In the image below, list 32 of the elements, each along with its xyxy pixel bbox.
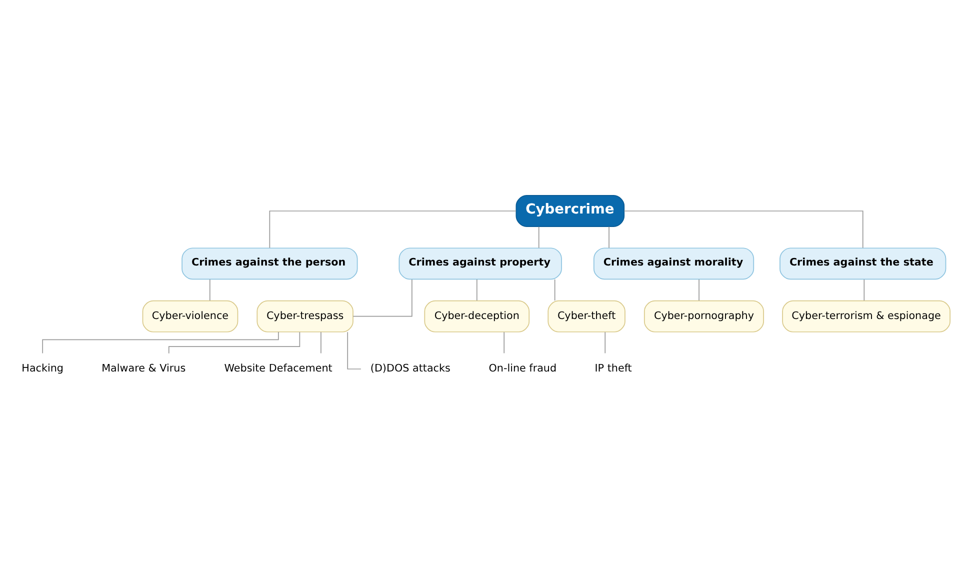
node-text: On-line fraud: [488, 362, 557, 374]
connector: [269, 210, 517, 248]
connector: [698, 278, 700, 300]
node-box: Cyber-theft: [548, 300, 626, 332]
node-box: Cyber-pornography: [644, 300, 764, 332]
node-text: Malware & Virus: [102, 362, 186, 374]
connector: [624, 210, 864, 248]
connector: [608, 226, 610, 248]
connector: [42, 331, 279, 354]
node-box: Crimes against morality: [593, 247, 754, 280]
node-text: (D)DOS attacks: [370, 362, 450, 374]
connector: [352, 278, 412, 316]
node-text: Hacking: [22, 362, 64, 374]
connector: [209, 278, 210, 300]
node-box: Cyber-violence: [142, 300, 238, 332]
node-box: Crimes against the person: [182, 247, 358, 280]
connector: [168, 331, 300, 354]
connector: [320, 331, 322, 354]
connector: [604, 331, 606, 354]
node-box: Cyber-terrorism & espionage: [782, 300, 950, 332]
node-box: Crimes against property: [398, 247, 562, 280]
connector: [538, 226, 540, 248]
node-text: Website Defacement: [224, 362, 332, 374]
node-box: Cyber-deception: [424, 300, 530, 332]
node-box: Crimes against the state: [780, 247, 946, 280]
node-text: IP theft: [594, 362, 632, 374]
node-box: Cybercrime: [516, 194, 625, 226]
node-box: Cyber-trespass: [256, 300, 354, 332]
connector: [476, 278, 478, 300]
connector: [864, 278, 865, 300]
connector: [554, 278, 556, 300]
connector: [504, 331, 505, 354]
